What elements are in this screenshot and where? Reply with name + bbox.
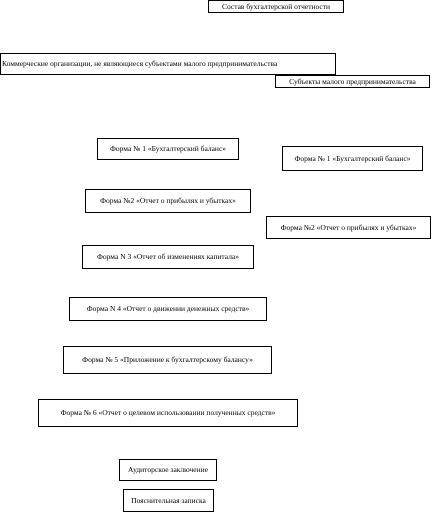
- commercial-form-6-node: Форма № 6 «Отчет о целевом использовании…: [38, 399, 298, 427]
- small-business-form-1-node: Форма № 1 «Бухгалтерский баланс»: [282, 146, 423, 171]
- commercial-form-1-node: Форма № 1 «Бухгалтерский баланс»: [97, 138, 239, 160]
- commercial-organizations-node: Коммерческие организации, не являющиеся …: [0, 53, 336, 75]
- commercial-form-5-node: Форма № 5 «Приложение к бухгалтерскому б…: [63, 346, 272, 374]
- commercial-form-4-node: Форма N 4 «Отчет о движении денежных сре…: [69, 297, 267, 321]
- small-business-node: Субъекты малого предпринимательства: [275, 75, 430, 88]
- root-node: Состав бухгалтерской отчетности: [208, 0, 344, 13]
- explanatory-note-node: Пояснительная записка: [123, 489, 214, 512]
- small-business-form-2-node: Форма №2 «Отчет о прибылях и убытках»: [266, 216, 431, 239]
- commercial-form-3-node: Форма N 3 «Отчет об изменениях капитала»: [82, 245, 254, 269]
- auditor-report-node: Аудиторское заключение: [119, 459, 217, 481]
- commercial-form-2-node: Форма №2 «Отчет о прибылях и убытках»: [85, 189, 251, 213]
